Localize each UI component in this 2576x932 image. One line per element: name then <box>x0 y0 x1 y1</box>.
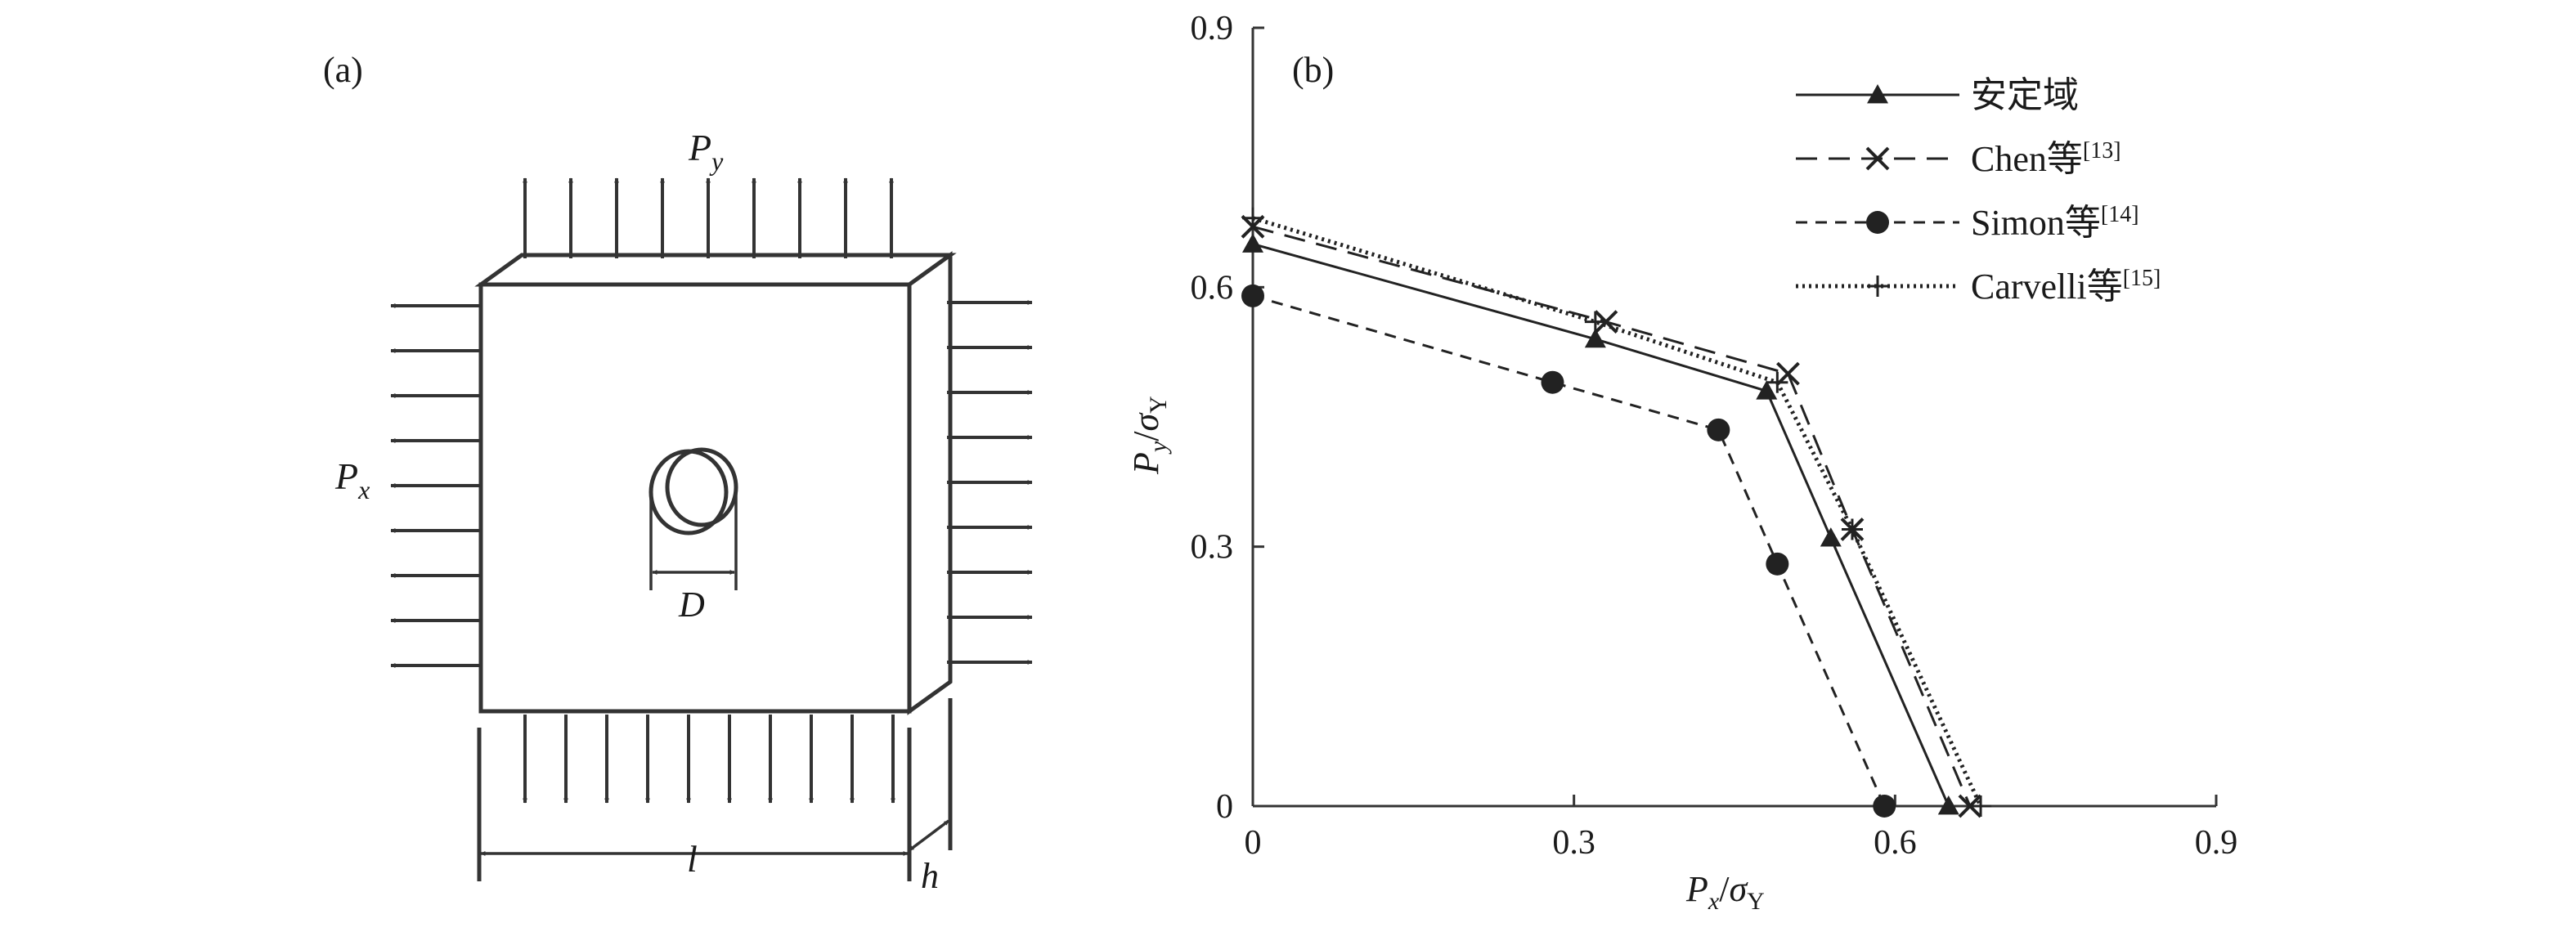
y-tick-label: 0 <box>1216 788 1233 826</box>
data-point <box>1541 370 1564 394</box>
legend-label: 安定域 <box>1971 75 2079 115</box>
y-axis-title: Py/σY <box>1126 396 1172 475</box>
axis-tick-labels: 0 0.3 0.6 0.9 0 0.3 0.6 0.9 <box>1191 10 2238 862</box>
series-1 <box>1242 233 1959 815</box>
x-tick-label: 0.6 <box>1874 824 1917 862</box>
legend-marker <box>1867 84 1888 104</box>
length-label: l <box>687 838 698 880</box>
legend-marker <box>1867 276 1888 297</box>
plate-side-face <box>907 251 953 715</box>
legend-item: 安定域 <box>1796 75 2079 115</box>
y-tick-label: 0.6 <box>1191 269 1234 307</box>
hole-diameter-dimension <box>649 487 738 590</box>
panel-b-label: (b) <box>1292 50 1334 90</box>
y-axis-title-sigma: σ <box>1126 412 1166 432</box>
legend-label: Simon等[14] <box>1971 202 2139 243</box>
legend-label: Carvelli等[15] <box>1971 266 2161 307</box>
legend-marker <box>1865 146 1890 171</box>
x-axis-title-sub: x <box>1708 888 1720 915</box>
data-point <box>1958 794 1982 818</box>
load-x-main: P <box>334 455 358 497</box>
y-axis-title-sigma-sub: Y <box>1145 396 1172 414</box>
legend-item: Carvelli等[15] <box>1796 266 2161 307</box>
x-tick-label: 0.9 <box>2195 824 2238 862</box>
x-axis-title-sigma-sub: Y <box>1747 888 1765 915</box>
y-axis-title-main: P <box>1126 452 1166 475</box>
load-arrows-left <box>390 303 479 668</box>
legend-ref: [15] <box>2123 266 2161 291</box>
data-point <box>1707 418 1730 441</box>
load-x-sub: x <box>357 475 370 504</box>
data-point <box>1766 371 1788 393</box>
length-dimension <box>477 698 953 881</box>
data-point <box>1242 207 1263 229</box>
y-axis-title-sep: / <box>1126 431 1166 441</box>
data-point <box>1841 518 1863 540</box>
y-tick-label: 0.3 <box>1191 529 1234 567</box>
data-point <box>1584 328 1606 348</box>
data-point <box>1776 361 1800 386</box>
series-3 <box>1241 284 1896 818</box>
series-line <box>1252 225 1972 807</box>
x-axis-title-sigma: σ <box>1729 869 1748 909</box>
data-point <box>1241 284 1264 307</box>
legend-ref: [14] <box>2101 202 2139 227</box>
load-y-sub: y <box>709 146 724 176</box>
x-tick-label: 0 <box>1245 824 1262 862</box>
data-point <box>1820 527 1842 547</box>
data-point <box>1873 795 1896 818</box>
axis-ticks <box>1251 26 2218 808</box>
series-group <box>1241 207 1992 818</box>
legend-label: Chen等[13] <box>1971 138 2121 179</box>
legend-name: Simon等 <box>1971 203 2101 243</box>
series-line <box>1252 216 1983 808</box>
load-y-label: Py <box>688 127 724 176</box>
data-point <box>1937 795 1959 815</box>
legend-ref: [13] <box>2083 138 2121 164</box>
hole <box>648 447 738 535</box>
data-point <box>1594 310 1618 334</box>
data-point <box>1242 233 1263 253</box>
load-y-main: P <box>688 127 711 168</box>
data-point <box>1584 311 1606 333</box>
legend-item: Chen等[13] <box>1796 138 2121 179</box>
data-point <box>1970 795 1992 817</box>
plate <box>474 251 957 715</box>
axes <box>1251 28 2216 808</box>
load-arrows-top <box>523 177 894 258</box>
load-arrows-bottom <box>523 715 895 804</box>
panel-a-label: (a) <box>323 50 363 90</box>
series-4 <box>1242 207 1992 817</box>
data-point <box>1766 552 1789 576</box>
legend-marker <box>1866 211 1889 234</box>
legend-name: Chen等 <box>1971 139 2083 179</box>
hole-diameter-label: D <box>678 585 705 625</box>
load-arrows-right <box>947 300 1033 665</box>
legend-item: Simon等[14] <box>1796 202 2139 243</box>
data-point <box>1756 380 1778 400</box>
series-2 <box>1241 214 1982 818</box>
x-axis-title-main: P <box>1685 869 1708 909</box>
load-x-label: Px <box>334 455 370 504</box>
y-axis-title-sub: y <box>1145 441 1172 455</box>
x-tick-label: 0.3 <box>1552 824 1595 862</box>
x-axis-title-sep: / <box>1719 869 1730 909</box>
plate-top-face <box>474 253 957 287</box>
legend-name: Carvelli等 <box>1971 267 2123 307</box>
legend-name: 安定域 <box>1971 75 2079 115</box>
y-tick-label: 0.9 <box>1191 10 1234 47</box>
x-axis-title: Px/σY <box>1685 869 1765 915</box>
legend: 安定域 Chen等[13] Simon等[14] Carvelli等[15] <box>1796 75 2161 307</box>
panel-a: (a) D Py Px <box>323 50 1033 896</box>
thickness-label: h <box>921 856 939 896</box>
